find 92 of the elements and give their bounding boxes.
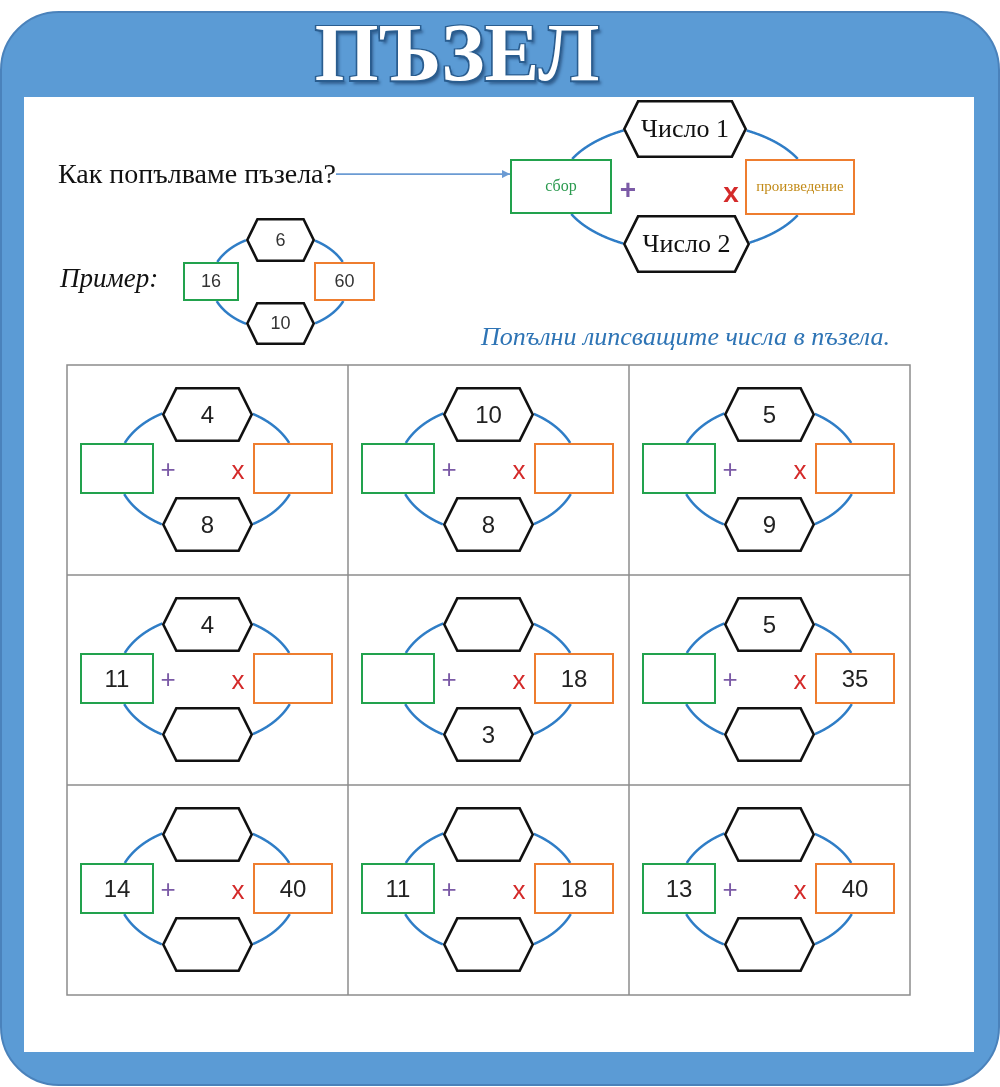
product-answer-box <box>253 443 333 494</box>
plus-sign: + <box>160 874 176 906</box>
ring-arc <box>404 703 444 736</box>
ring-arc <box>251 832 291 865</box>
sum-answer-box <box>361 443 435 494</box>
question-text: Как попълваме пъзела? <box>58 158 336 191</box>
ring-arc <box>532 622 572 655</box>
ring-arc <box>532 832 572 865</box>
ring-arc <box>813 493 853 526</box>
ring-arc <box>251 913 291 946</box>
ring-arc <box>215 300 248 325</box>
ring-arc <box>251 622 291 655</box>
times-sign: x <box>793 455 807 487</box>
times-sign: x <box>793 875 807 907</box>
ring-arc <box>745 129 799 160</box>
ring-arc <box>813 832 853 865</box>
plus-sign: + <box>441 664 457 696</box>
ring-arc <box>123 832 164 865</box>
ring-arc <box>313 239 344 264</box>
product-box: 18 <box>534 653 614 704</box>
ring-arc <box>251 703 291 736</box>
product-answer-box <box>534 443 614 494</box>
times-sign: x <box>512 665 526 697</box>
plus-sign: + <box>441 874 457 906</box>
example-label: Пример: <box>60 261 159 295</box>
ring-arc <box>404 832 445 865</box>
ring-arc <box>404 412 445 445</box>
product-box: 18 <box>534 863 614 914</box>
ring-arc <box>685 703 725 736</box>
title: ПЪЗЕЛ <box>313 10 601 97</box>
ring-arc <box>570 212 624 245</box>
sum-box: 11 <box>361 863 435 914</box>
ring-arc <box>123 913 163 946</box>
arrow <box>335 170 511 179</box>
number-hexagon: Число 2 <box>623 215 750 273</box>
sum-box: сбор <box>510 159 612 214</box>
sum-answer-box <box>80 443 154 494</box>
ring-arc <box>216 239 248 264</box>
times-sign: x <box>231 875 245 907</box>
product-box: произведение <box>745 159 855 215</box>
sum-box: 11 <box>80 653 154 704</box>
times-sign: x <box>723 176 739 210</box>
ring-arc <box>251 412 291 445</box>
ring-arc <box>685 622 726 655</box>
ring-arc <box>123 493 163 526</box>
ring-arc <box>532 412 572 445</box>
times-sign: x <box>231 455 245 487</box>
product-answer-box <box>815 443 895 494</box>
plus-sign: + <box>160 454 176 486</box>
product-box: 60 <box>314 262 375 301</box>
product-box: 40 <box>253 863 333 914</box>
ring-arc <box>251 493 291 526</box>
product-box: 40 <box>815 863 895 914</box>
instruction-text: Попълни липсващите числа в пъзела. <box>481 321 890 353</box>
ring-arc <box>404 493 444 526</box>
plus-sign: + <box>160 664 176 696</box>
ring-arc <box>685 412 726 445</box>
sum-answer-box <box>642 443 716 494</box>
ring-arc <box>813 622 853 655</box>
ring-arc <box>685 493 725 526</box>
sum-box: 16 <box>183 262 239 301</box>
times-sign: x <box>231 665 245 697</box>
ring-arc <box>123 703 163 736</box>
sum-answer-box <box>642 653 716 704</box>
ring-arc <box>404 622 445 655</box>
plus-sign: + <box>722 664 738 696</box>
ring-arc <box>571 129 625 161</box>
ring-arc <box>314 299 345 325</box>
times-sign: x <box>512 875 526 907</box>
sum-box: 14 <box>80 863 154 914</box>
ring-arc <box>404 913 444 946</box>
ring-arc <box>123 412 164 445</box>
ring-arc <box>123 622 164 655</box>
sum-answer-box <box>361 653 435 704</box>
plus-sign: + <box>619 173 637 207</box>
ring-arc <box>532 703 572 736</box>
plus-sign: + <box>722 874 738 906</box>
ring-arc <box>748 214 799 244</box>
ring-arc <box>813 412 853 445</box>
ring-arc <box>685 913 725 946</box>
ring-arc <box>532 493 572 526</box>
plus-sign: + <box>441 454 457 486</box>
sum-box: 13 <box>642 863 716 914</box>
times-sign: x <box>512 455 526 487</box>
ring-arc <box>813 913 853 946</box>
ring-arc <box>532 913 572 946</box>
ring-arc <box>685 832 726 865</box>
product-answer-box <box>253 653 333 704</box>
plus-sign: + <box>722 454 738 486</box>
times-sign: x <box>793 665 807 697</box>
product-box: 35 <box>815 653 895 704</box>
ring-arc <box>813 703 853 736</box>
